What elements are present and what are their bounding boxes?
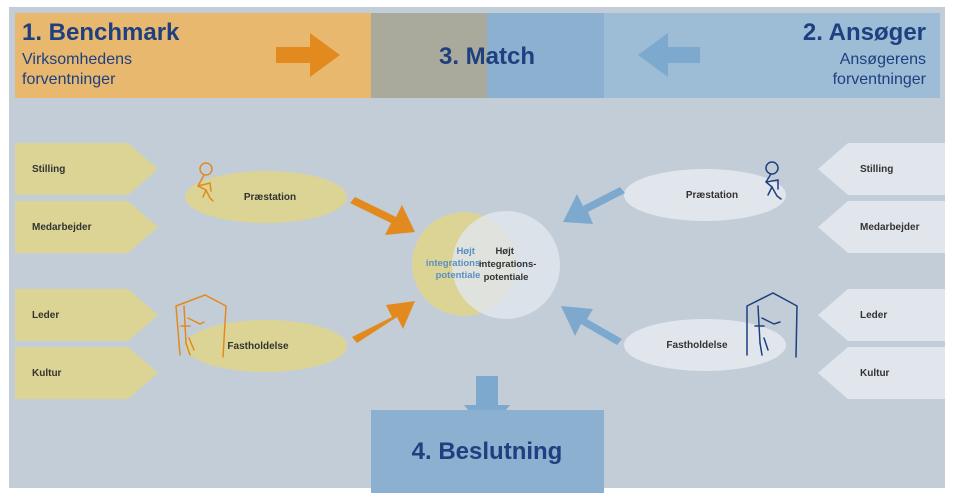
decision-panel [371,410,604,493]
left-tag-kultur: Kultur [32,368,62,379]
left-tag-shape-4 [15,347,158,399]
applicant-sub2: forventninger [833,71,927,88]
right-tag-shape-2 [818,201,945,253]
blue-arrow-lower [561,306,622,345]
left-ellipse-fastholdelse [185,320,347,372]
match-panel-right [487,13,604,98]
company-potential-line-2: integrations- [426,258,484,269]
benchmark-arrow [276,33,340,77]
right-tag-stilling: Stilling [860,164,893,175]
right-tag-kultur: Kultur [860,368,890,379]
right-ellipse-fastholdelse [624,319,786,371]
house-figure-icon-right [746,292,798,358]
orange-arrow-lower [352,301,415,343]
left-ellipse-praestation-label: Præstation [244,192,296,203]
applicant-arrow [638,33,700,77]
applicant-title: 2. Ansøger [803,19,926,46]
applicant-potential-line-3: potentiale [484,272,529,283]
decision-title: 4. Beslutning [412,438,563,465]
left-ellipse-praestation [185,171,347,223]
performer-icon-right [765,161,782,200]
right-tag-shape-3 [818,289,945,341]
applicant-potential-label: Højt integrations- potentiale [479,246,539,283]
left-tag-shape-3 [15,289,158,341]
right-tag-medarbejder: Medarbejder [860,222,920,233]
company-potential-label: Højt integrations- potentiale [426,246,486,281]
applicant-potential-line-2: integrations- [479,259,537,270]
applicant-sub1: Ansøgerens [840,51,926,68]
applicant-potential-line-1: Højt [495,246,514,257]
match-panel-left [371,13,487,98]
benchmark-sub2: forventninger [22,71,116,88]
house-figure-icon-left [175,294,227,358]
left-tag-shape-2 [15,201,158,253]
applicant-potential-circle [452,211,560,319]
left-tag-shape-1 [15,143,158,195]
right-tag-shape-4 [818,347,945,399]
company-potential-line-3: potentiale [436,270,481,281]
performer-icon-left [196,162,214,202]
right-tag-leder: Leder [860,310,887,321]
blue-arrow-upper [563,187,625,224]
right-tag-shape-1 [818,143,945,195]
left-tag-medarbejder: Medarbejder [32,222,92,233]
right-ellipse-praestation [624,169,786,221]
match-title: 3. Match [439,43,535,70]
orange-arrow-upper [350,197,415,235]
left-tag-leder: Leder [32,310,59,321]
left-tag-stilling: Stilling [32,164,65,175]
left-ellipse-fastholdelse-label: Fastholdelse [227,341,289,352]
right-ellipse-fastholdelse-label: Fastholdelse [666,340,728,351]
benchmark-title: 1. Benchmark [22,19,180,46]
right-ellipse-praestation-label: Præstation [686,190,738,201]
benchmark-sub1: Virksomhedens [22,51,132,68]
company-potential-line-1: Højt [456,246,475,257]
